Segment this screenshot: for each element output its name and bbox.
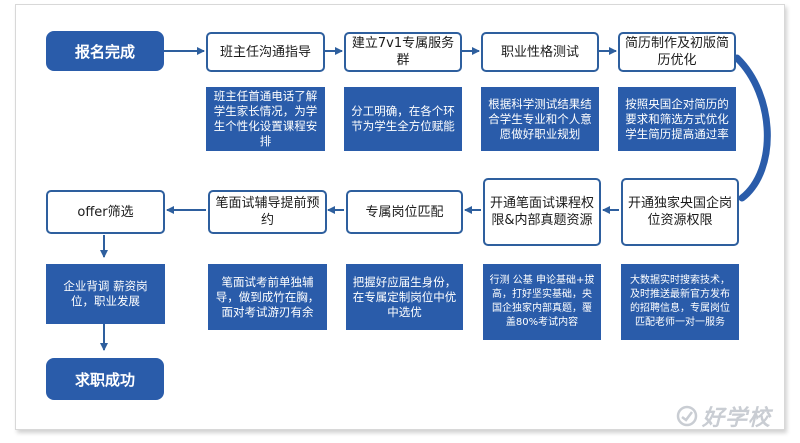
step-soe-job-access: 开通独家央国企岗位资源权限 — [621, 178, 739, 246]
desc-service-group: 分工明确，在各个环节为学生全方位赋能 — [344, 87, 462, 151]
desc-job-matching: 把握好应届生身份，在专属定制岗位中优中选优 — [346, 264, 463, 330]
step-resume: 简历制作及初版简历优化 — [618, 32, 736, 72]
start-terminal: 报名完成 — [46, 31, 164, 71]
end-terminal: 求职成功 — [46, 358, 164, 400]
step-homeroom-guidance: 班主任沟通指导 — [206, 32, 325, 72]
desc-exam-coaching-booking: 笔面试考前单独辅导，做到成竹在胸，面对考试游刃有余 — [208, 264, 327, 330]
step-exam-coaching-booking: 笔面试辅导提前预约 — [208, 190, 327, 234]
step-exam-course-access: 开通笔面试课程权限&内部真题资源 — [483, 178, 601, 246]
watermark: 好学校 — [676, 400, 771, 432]
step-job-matching: 专属岗位匹配 — [346, 190, 463, 234]
desc-soe-job-access: 大数据实时搜索技术，及时推送最新官方发布的招聘信息，专属岗位匹配老师一对一服务 — [621, 264, 739, 340]
watermark-logo-icon — [676, 405, 698, 427]
desc-exam-course-access: 行测 公基 申论基础+拔高，打好坚实基础，央国企独家内部真题，覆盖80%考试内容 — [483, 264, 601, 340]
step-offer-screening: offer筛选 — [46, 190, 165, 234]
curve-s4-s5 — [733, 54, 771, 202]
step-personality-test: 职业性格测试 — [481, 32, 599, 72]
desc-offer-screening: 企业背调 薪资岗位，职业发展 — [46, 264, 165, 324]
watermark-text: 好学校 — [702, 406, 772, 431]
desc-resume: 按照央国企对简历的要求和筛选方式优化学生简历提高通过率 — [618, 87, 736, 151]
desc-personality-test: 根据科学测试结果结合学生专业和个人意愿做好职业规划 — [481, 87, 599, 151]
step-service-group: 建立7v1专属服务群 — [344, 32, 462, 72]
desc-homeroom-guidance: 班主任首通电话了解学生家长情况，为学生个性化设置课程安排 — [206, 87, 325, 151]
